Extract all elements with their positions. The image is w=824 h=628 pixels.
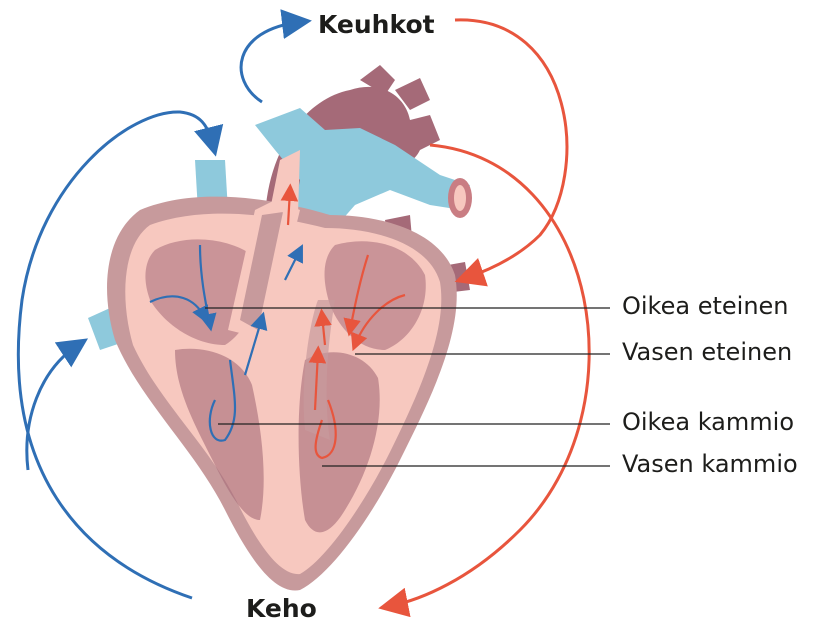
- to-lungs-arrow: [241, 22, 300, 102]
- label-left-ventricle: Vasen kammio: [622, 452, 798, 476]
- label-right-ventricle: Oikea kammio: [622, 410, 794, 434]
- label-right-atrium: Oikea eteinen: [622, 294, 789, 318]
- from-lungs-arrow: [455, 20, 567, 278]
- body-label: Keho: [246, 596, 317, 621]
- label-left-atrium: Vasen eteinen: [622, 340, 792, 364]
- lungs-label: Keuhkot: [318, 12, 435, 37]
